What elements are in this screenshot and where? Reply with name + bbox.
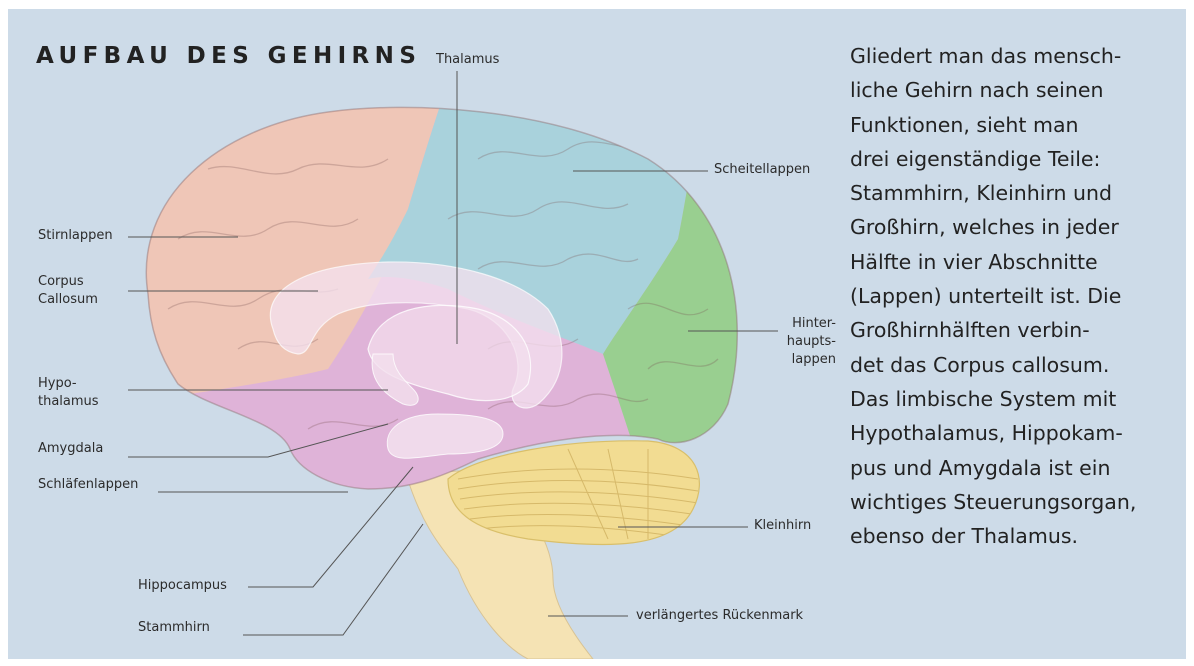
description-line: Funktionen, sieht man [850,108,1186,142]
label-rueckenmark: verlängertes Rückenmark [636,607,803,625]
label-schlaefenlappen: Schläfenlappen [38,476,138,494]
description-line: Stammhirn, Kleinhirn und [850,176,1186,210]
description-line: liche Gehirn nach seinen [850,73,1186,107]
description-line: Großhirnhälften verbin- [850,313,1186,347]
label-stammhirn: Stammhirn [138,619,210,637]
description-line: det das Corpus callosum. [850,348,1186,382]
label-scheitellappen: Scheitellappen [714,161,810,179]
description-line: drei eigenständige Teile: [850,142,1186,176]
description-text: Gliedert man das mensch- liche Gehirn na… [850,39,1186,553]
description-line: Gliedert man das mensch- [850,39,1186,73]
description-line: ebenso der Thalamus. [850,519,1186,553]
label-corpus-callosum: Corpus Callosum [38,273,98,309]
label-kleinhirn: Kleinhirn [754,517,811,535]
infographic-panel: AUFBAU DES GEHIRNS Thalamus Scheitellapp… [8,9,1186,659]
description-line: pus und Amygdala ist ein [850,451,1186,485]
description-line: Hypothalamus, Hippokam- [850,416,1186,450]
description-line: Großhirn, welches in jeder [850,210,1186,244]
label-amygdala: Amygdala [38,440,103,458]
label-thalamus: Thalamus [436,51,499,69]
description-line: (Lappen) unterteilt ist. Die [850,279,1186,313]
diagram-title: AUFBAU DES GEHIRNS [36,43,421,69]
label-hinterhauptslappen: Hinter- haupts- lappen [758,315,836,369]
description-line: Hälfte in vier Abschnitte [850,245,1186,279]
label-hippocampus: Hippocampus [138,577,227,595]
description-line: Das limbische System mit [850,382,1186,416]
label-stirnlappen: Stirnlappen [38,227,113,245]
description-line: wichtiges Steuerungsorgan, [850,485,1186,519]
label-hypothalamus: Hypo- thalamus [38,375,99,411]
